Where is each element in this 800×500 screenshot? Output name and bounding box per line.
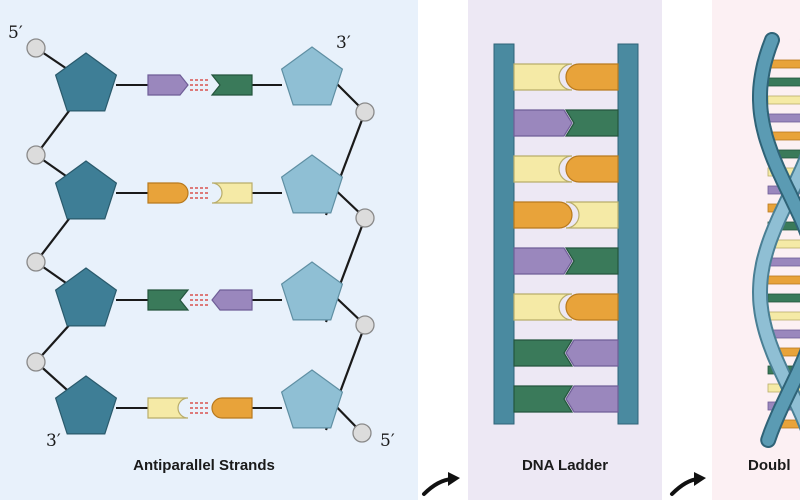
backbone-bond-left (35, 106, 73, 156)
sugar-right (280, 369, 344, 429)
base-pairs-antiparallel (116, 74, 282, 419)
rung-base-yellow (565, 201, 619, 229)
base-orange (211, 397, 253, 419)
sugar-right (280, 261, 344, 321)
rung-base-green (513, 385, 574, 413)
phosphate-group (355, 315, 375, 335)
caption-antiparallel-strands: Antiparallel Strands (133, 457, 275, 474)
rung-base-orange (513, 201, 573, 229)
rung-base-orange (565, 63, 619, 91)
helix-strand-a (753, 158, 800, 426)
double-helix (751, 32, 800, 448)
caption-dna-ladder: DNA Ladder (522, 457, 608, 474)
phosphate-group (355, 208, 375, 228)
label-3-prime-bottom-left: 3′ (46, 431, 61, 451)
phosphate-group (26, 252, 46, 272)
helix-strand-b (754, 34, 800, 446)
ladder-left-rail (493, 43, 515, 425)
phosphate-group (26, 38, 46, 58)
caption-double-helix: Doubl (748, 457, 791, 474)
label-3-prime-top-right: 3′ (336, 33, 351, 53)
sugar-left (54, 375, 118, 435)
helix-base-pair (767, 113, 800, 123)
label-5-prime-top-left: 5′ (8, 23, 23, 43)
sugar-left (54, 160, 118, 220)
sugar-left (54, 52, 118, 112)
rung-base-green (513, 339, 574, 367)
ladder-right-rail (617, 43, 639, 425)
rung-base-green (564, 247, 619, 275)
ladder-rungs (513, 63, 619, 413)
rung-base-orange (565, 155, 619, 183)
base-yellow (147, 397, 189, 419)
rung-base-yellow (513, 155, 573, 183)
base-green (210, 74, 253, 96)
helix-base-pair (767, 95, 800, 105)
base-green (147, 289, 190, 311)
label-5-prime-bottom-right: 5′ (380, 431, 395, 451)
rung-base-purple (513, 109, 573, 137)
helix-base-pair (767, 293, 800, 303)
rung-base-purple (513, 247, 573, 275)
arrow-to-helix (670, 472, 706, 496)
phosphate-group (26, 145, 46, 165)
phosphate-group (355, 102, 375, 122)
base-purple (147, 74, 189, 96)
phosphate-group (352, 423, 372, 443)
rung-base-yellow (513, 293, 573, 321)
helix-base-pair (767, 311, 800, 321)
rung-base-purple (565, 385, 619, 413)
sugar-left (54, 267, 118, 327)
sugar-right (280, 154, 344, 214)
backbone-bond-left (35, 214, 73, 263)
base-yellow (211, 182, 253, 204)
sugar-right (280, 46, 344, 106)
rung-base-green (564, 109, 619, 137)
rung-base-purple (565, 339, 619, 367)
dna-ladder (493, 43, 639, 425)
phosphate-group (26, 352, 46, 372)
rung-base-yellow (513, 63, 573, 91)
helix-base-pair (767, 77, 800, 87)
sugar-pentagons (54, 46, 344, 435)
arrow-to-ladder (422, 472, 460, 496)
helix-base-pair (767, 257, 800, 267)
base-purple (211, 289, 253, 311)
base-orange (147, 182, 189, 204)
rung-base-orange (565, 293, 619, 321)
helix-base-pair (767, 275, 800, 285)
